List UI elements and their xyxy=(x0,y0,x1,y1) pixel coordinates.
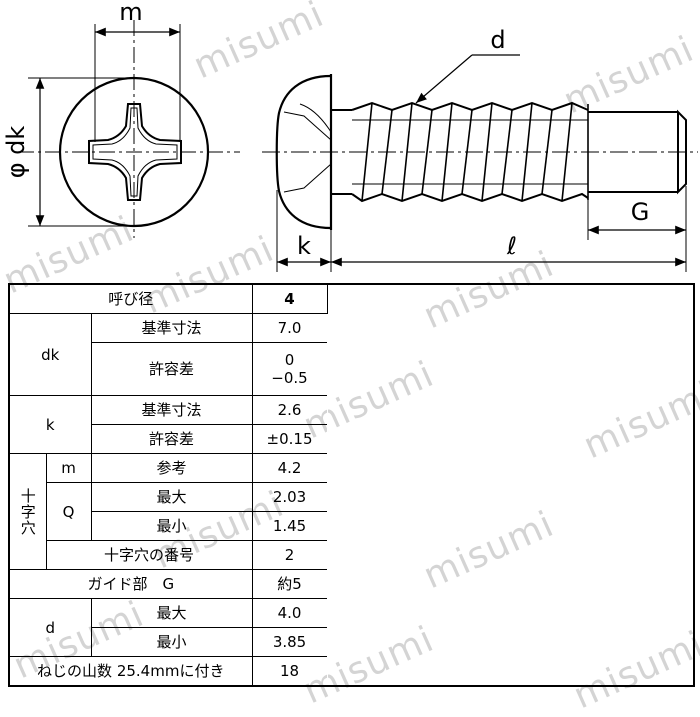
dk-basic-value: 7.0 xyxy=(251,313,328,343)
recess-number-value: 2 xyxy=(251,540,328,570)
dim-label-d: d xyxy=(490,26,505,54)
table-row: ねじの山数 25.4mmに付き 18 xyxy=(8,656,694,687)
d-min-value: 3.85 xyxy=(251,627,328,657)
threads-value: 18 xyxy=(251,656,328,687)
table-row: 呼び径 4 xyxy=(8,283,695,686)
dim-label-m: m xyxy=(119,0,142,26)
recess-q-min-label: 最小 xyxy=(90,511,253,541)
threads-label: ねじの山数 25.4mmに付き xyxy=(8,656,253,687)
recess-m-label: m xyxy=(45,453,92,483)
k-tol-value: ±0.15 xyxy=(251,424,328,454)
recess-q-max-label: 最大 xyxy=(90,482,253,512)
spec-table: 呼び径 4 dk 基準寸法 7.0 許容差 0 −0.5 k 基準寸法 2.6 … xyxy=(8,283,696,687)
screw-side-view xyxy=(262,54,698,272)
table-row: 許容差 ±0.15 xyxy=(9,424,694,454)
d-max-label: 最大 xyxy=(90,598,253,628)
dim-label-G: G xyxy=(631,198,650,226)
screw-drawing: m φ dk xyxy=(2,0,698,272)
dk-label: dk xyxy=(8,313,92,396)
nominal-value: 4 xyxy=(251,283,328,314)
recess-m-value: 4.2 xyxy=(251,453,328,483)
recess-label: 十字穴 xyxy=(8,453,47,570)
k-tol-label: 許容差 xyxy=(90,424,253,454)
table-row: k 基準寸法 2.6 xyxy=(8,395,694,454)
recess-number-label: 十字穴の番号 xyxy=(45,540,253,570)
dim-label-k: k xyxy=(297,232,311,260)
d-label: d xyxy=(8,598,92,657)
dk-basic-label: 基準寸法 xyxy=(90,313,253,343)
table-blank-area xyxy=(326,284,695,686)
table-row: 最小 1.45 xyxy=(9,511,694,541)
table-row: 十字穴 m 参考 4.2 xyxy=(8,453,694,570)
k-basic-label: 基準寸法 xyxy=(90,395,253,425)
dk-tol-lower: −0.5 xyxy=(271,369,308,387)
table-row: 最小 3.85 xyxy=(9,627,694,657)
recess-m-ref-label: 参考 xyxy=(90,453,253,483)
head-top-view xyxy=(18,20,240,238)
dim-label-dk: φ dk xyxy=(2,126,30,179)
guide-label: ガイド部 G xyxy=(8,569,253,599)
guide-value: 約5 xyxy=(251,569,328,599)
dk-tol-value: 0 −0.5 xyxy=(251,342,328,396)
recess-q-label: Q xyxy=(45,482,92,541)
recess-q-min-value: 1.45 xyxy=(251,511,328,541)
d-max-value: 4.0 xyxy=(251,598,328,628)
k-label: k xyxy=(8,395,92,454)
dk-tol-label: 許容差 xyxy=(90,342,253,396)
table-row: ガイド部 G 約5 xyxy=(8,569,694,599)
table-row: dk 基準寸法 7.0 xyxy=(8,313,694,396)
k-basic-value: 2.6 xyxy=(251,395,328,425)
table-row: 許容差 0 −0.5 xyxy=(9,342,694,396)
dk-tol-upper: 0 xyxy=(284,351,295,369)
d-min-label: 最小 xyxy=(90,627,253,657)
recess-q-max-value: 2.03 xyxy=(251,482,328,512)
nominal-label: 呼び径 xyxy=(8,283,253,314)
dim-label-l: ℓ xyxy=(506,232,517,260)
